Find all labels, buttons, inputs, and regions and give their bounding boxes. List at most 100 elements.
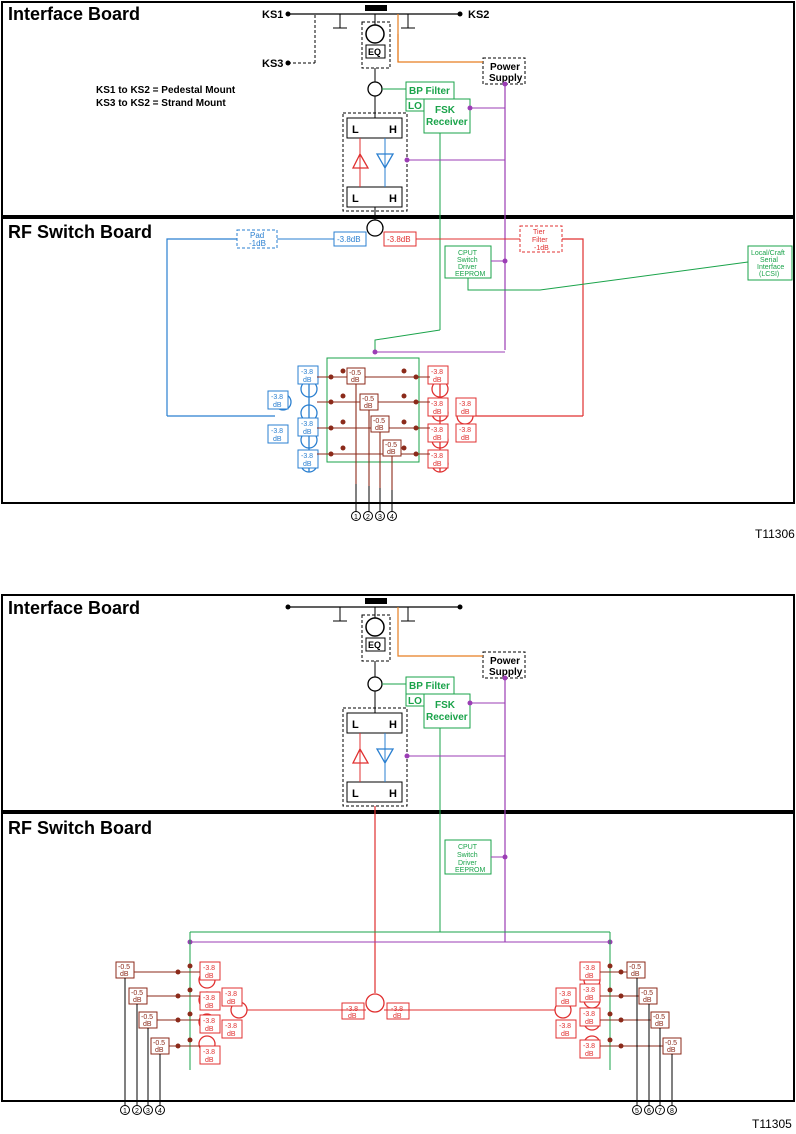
bottom-right-db-1a: -3.8: [583, 965, 595, 972]
bottom-port-8[interactable]: 8: [670, 1108, 674, 1115]
top-brown-db-3a: -0.5: [373, 418, 385, 425]
top-cpu-box: [444, 245, 492, 279]
top-cpu-label-3: Driver: [458, 264, 477, 271]
top-power-label-2: Supply: [489, 73, 523, 84]
bottom-left-db-4a: -3.8: [203, 1018, 215, 1025]
top-blue-db-2b: dB: [273, 402, 282, 409]
bottom-left-db-4b: dB: [205, 1026, 214, 1033]
bottom-left-db-3a: -3.8: [225, 991, 237, 998]
bottom-left-db-1a: -3.8: [203, 965, 215, 972]
bottom-left-brown-2b: dB: [133, 997, 142, 1004]
bottom-right-db-4b: dB: [585, 1019, 594, 1026]
bottom-power-supply-box: [482, 651, 526, 679]
top-power-supply-box: [482, 57, 526, 85]
top-fsk-label-2: Receiver: [426, 117, 468, 128]
top-tier-label-2: Filter: [532, 237, 548, 244]
bottom-fsk-label-2: Receiver: [426, 712, 468, 723]
top-brown-db-4b: dB: [387, 449, 396, 456]
bottom-left-db-5a: -3.8: [225, 1023, 237, 1030]
top-cpu-label-4: EEPROM: [455, 271, 486, 278]
top-brown-db-2a: -0.5: [362, 396, 374, 403]
top-red-db-1a: -3.8: [431, 369, 443, 376]
top-blue-db-3a: -3.8: [301, 421, 313, 428]
bottom-diplex-L-lower: L: [352, 788, 359, 800]
bottom-left-brown-4a: -0.5: [153, 1040, 165, 1047]
top-red-db-4a: -3.8: [459, 427, 471, 434]
top-note-pedestal: KS1 to KS2 = Pedestal Mount: [96, 85, 236, 96]
bottom-port-1[interactable]: 1: [123, 1108, 127, 1115]
bottom-left-db-6b: dB: [205, 1057, 214, 1064]
bottom-left-db-2b: dB: [205, 1003, 214, 1010]
bottom-power-label-2: Supply: [489, 667, 523, 678]
bottom-port-3[interactable]: 3: [146, 1108, 150, 1115]
bottom-eq-coupler-icon: [365, 617, 385, 637]
top-diagram: Interface Board RF Switch Board KS1 KS2 …: [1, 1, 795, 541]
bottom-right-brown-3a: -0.5: [653, 1014, 665, 1021]
bottom-port-6[interactable]: 6: [647, 1108, 651, 1115]
bottom-mid-db-left-b: dB: [348, 1013, 357, 1020]
top-ks-connector-icon: [365, 5, 387, 11]
top-pad-label-2: -1dB: [249, 239, 266, 248]
top-blue-db-2a: -3.8: [271, 394, 283, 401]
bottom-bp-coupler-icon: [367, 676, 383, 692]
top-rf-title: RF Switch Board: [8, 222, 152, 242]
bottom-left-brown-2a: -0.5: [131, 990, 143, 997]
top-bp-filter-label: BP Filter: [409, 86, 450, 97]
top-tier-label-3: -1dB: [534, 245, 549, 252]
bottom-bp-filter-label: BP Filter: [409, 681, 450, 692]
top-port-4[interactable]: 4: [390, 514, 394, 521]
bottom-ks-connector-icon: [365, 598, 387, 604]
top-ks3-label: KS3: [262, 58, 283, 70]
top-ks2-label: KS2: [468, 9, 489, 21]
top-red-db-3b: dB: [433, 409, 442, 416]
bottom-left-splitter-tree: [198, 971, 248, 1053]
top-brown-db-4a: -0.5: [385, 442, 397, 449]
bottom-diagram: Interface Board RF Switch Board EQ Power…: [1, 594, 795, 1131]
bottom-right-db-1b: dB: [585, 973, 594, 980]
top-port-2[interactable]: 2: [366, 514, 370, 521]
top-tier-label-1: Tier: [533, 229, 545, 236]
top-lcsi-label-1: Local/Craft: [751, 250, 785, 257]
top-rf-board-frame: [1, 217, 795, 504]
bottom-left-db-6a: -3.8: [203, 1049, 215, 1056]
bottom-right-db-2a: -3.8: [583, 987, 595, 994]
top-main-splitter-icon: [366, 219, 384, 237]
top-port-1[interactable]: 1: [354, 514, 358, 521]
top-brown-db-3b: dB: [375, 425, 384, 432]
bottom-mid-db-right-b: dB: [393, 1013, 402, 1020]
bottom-right-brown-2b: dB: [643, 997, 652, 1004]
bottom-port-7[interactable]: 7: [658, 1108, 662, 1115]
bottom-right-brown-1a: -0.5: [629, 964, 641, 971]
top-left-splitter-tree: [167, 380, 318, 473]
bottom-port-2[interactable]: 2: [135, 1108, 139, 1115]
bottom-right-db-5b: dB: [561, 1031, 570, 1038]
top-eq-coupler-icon: [365, 24, 385, 44]
bottom-left-db-1b: dB: [205, 973, 214, 980]
bottom-right-brown-3b: dB: [655, 1021, 664, 1028]
top-red-db-6a: -3.8: [431, 453, 443, 460]
bottom-left-brown-3a: -0.5: [141, 1014, 153, 1021]
top-brown-db-1b: dB: [351, 377, 360, 384]
bottom-right-db-5a: -3.8: [559, 1023, 571, 1030]
top-split-left-label: -3.8dB: [337, 235, 361, 244]
top-bp-coupler-icon: [367, 81, 383, 97]
top-red-db-6b: dB: [433, 461, 442, 468]
top-diplex-L-lower: L: [352, 193, 359, 205]
bottom-port-5[interactable]: 5: [635, 1108, 639, 1115]
bottom-left-db-2a: -3.8: [203, 995, 215, 1002]
bottom-cpu-label-2: Switch: [457, 852, 478, 859]
top-fsk-label-1: FSK: [435, 105, 456, 116]
top-port-3[interactable]: 3: [378, 514, 382, 521]
bottom-lo-label: LO: [408, 696, 422, 707]
top-split-right-label: -3.8dB: [387, 235, 411, 244]
top-eq-frame: [361, 21, 391, 69]
top-interface-board-frame: [1, 1, 795, 217]
bottom-figure-tag: T11305: [752, 1117, 792, 1131]
bottom-left-brown-4b: dB: [155, 1047, 164, 1054]
top-cpu-label-2: Switch: [457, 257, 478, 264]
top-note-strand: KS3 to KS2 = Strand Mount: [96, 98, 226, 109]
bottom-right-brown-4b: dB: [667, 1047, 676, 1054]
bottom-main-splitter-icon: [365, 993, 385, 1013]
bottom-port-4[interactable]: 4: [158, 1108, 162, 1115]
top-blue-db-1b: dB: [303, 377, 312, 384]
